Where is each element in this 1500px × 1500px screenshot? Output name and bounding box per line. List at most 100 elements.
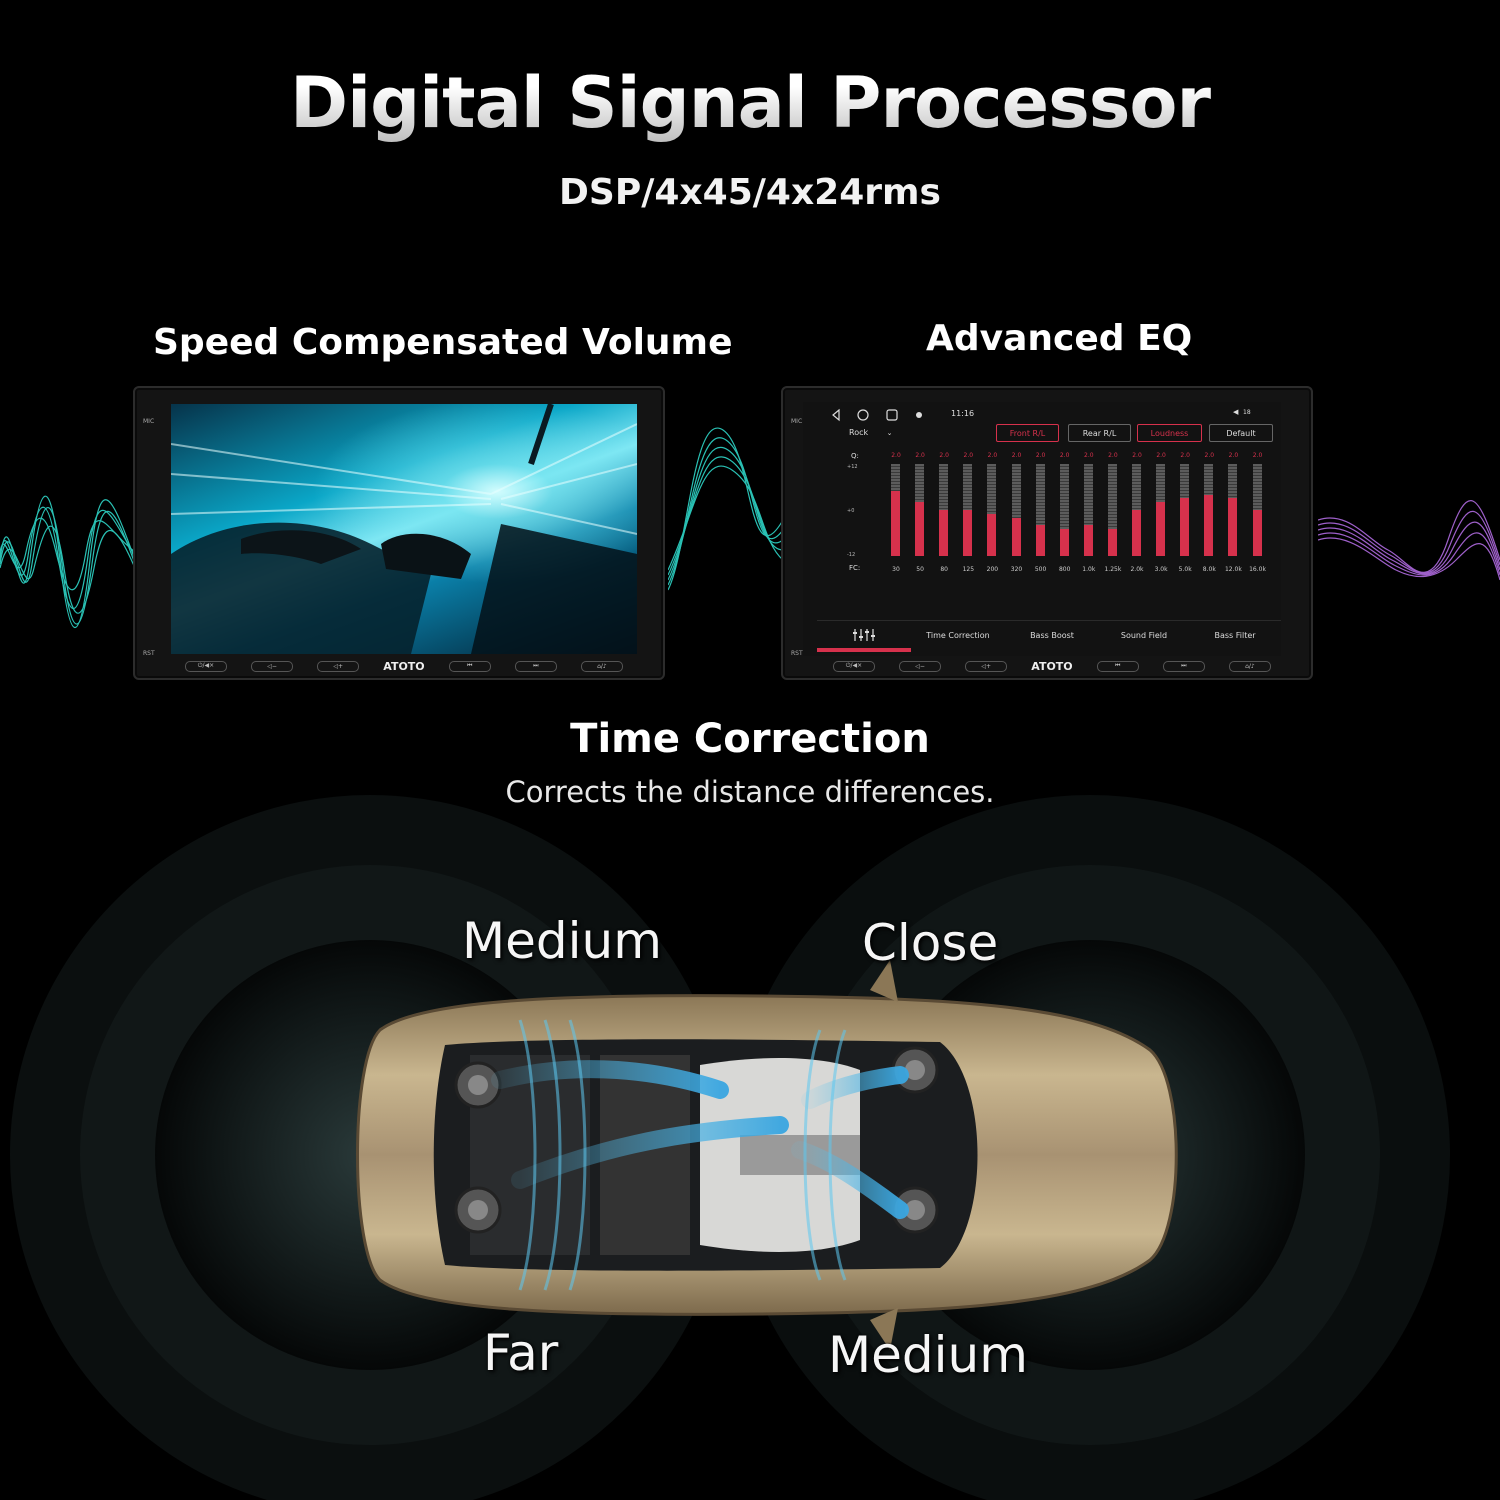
tab-bass-filter[interactable]: Bass Filter	[1214, 630, 1256, 640]
eq-q-value: 2.0	[1011, 452, 1022, 459]
home-icon	[857, 409, 869, 421]
previous-track-button[interactable]: ⏮	[448, 660, 491, 672]
previous-track-button-2[interactable]: ⏮	[1096, 660, 1139, 672]
status-indicator: 18	[1243, 409, 1251, 416]
speaker-label-front-left: Medium	[462, 912, 662, 970]
next-track-button-2[interactable]: ⏭	[1162, 660, 1205, 672]
eq-band-slider[interactable]	[1204, 464, 1214, 556]
brand-logo-2: ATOTO	[1031, 659, 1073, 673]
eq-q-value: 2.0	[1035, 452, 1046, 459]
eq-band-slider[interactable]	[1107, 464, 1117, 556]
eq-band-slider[interactable]	[1059, 464, 1069, 556]
tab-bar	[817, 620, 1281, 651]
eq-q-value: 2.0	[1180, 452, 1190, 459]
eq-frequency-label: 1.25k	[1104, 566, 1122, 573]
eq-q-value: 2.0	[915, 452, 925, 459]
driving-video-screen[interactable]	[171, 404, 637, 654]
page-subtitle: DSP/4x45/4x24rms	[559, 172, 941, 213]
eq-q-value: 2.0	[1204, 452, 1215, 459]
volume-status-icon: ◀	[1233, 408, 1239, 416]
scale-top: +12	[847, 464, 858, 470]
home-voice-button[interactable]: ⌂/♪	[580, 660, 623, 672]
eq-frequency-label: 16.0k	[1249, 566, 1266, 573]
eq-band-slider[interactable]	[987, 464, 997, 556]
eq-frequency-label: 50	[916, 566, 924, 573]
car-top-view-icon	[356, 960, 1178, 1350]
eq-band-slider[interactable]	[1083, 464, 1093, 556]
loudness-button[interactable]: Loudness	[1137, 424, 1202, 442]
speaker-label-front-right: Close	[862, 914, 999, 972]
front-rl-button[interactable]: Front R/L	[996, 424, 1059, 442]
volume-down-button-2[interactable]: ◁−	[899, 660, 942, 672]
chevron-down-icon: ⌄	[886, 429, 893, 437]
head-unit-right: MIC RST 11:16 18 ◀ Rock ⌄ Front R/L Rear…	[781, 386, 1313, 680]
clock: 11:16	[951, 409, 975, 418]
eq-band-slider[interactable]	[1035, 464, 1045, 556]
brightness-icon	[916, 412, 922, 418]
preset-value: Rock	[849, 428, 869, 437]
default-button[interactable]: Default	[1209, 424, 1273, 442]
eq-frequency-label: 80	[940, 566, 948, 573]
tc-subtitle: Corrects the distance differences.	[505, 775, 995, 809]
eq-band-slider[interactable]	[1252, 464, 1262, 556]
volume-down-button[interactable]: ◁−	[251, 660, 294, 672]
eq-frequency-label: 1.0k	[1082, 566, 1096, 573]
next-track-button[interactable]: ⏭	[514, 660, 557, 672]
eq-band-slider[interactable]	[1132, 464, 1141, 556]
eq-screen: 11:16 18 ◀ Rock ⌄ Front R/L Rear R/L Lou…	[803, 402, 1281, 656]
head-unit-buttons: ⏻/◀× ◁− ◁+ ATOTO ⏮ ⏭ ⌂/♪	[185, 659, 623, 673]
eq-band-slider[interactable]	[1011, 464, 1021, 556]
eq-q-value: 2.0	[1108, 452, 1118, 459]
tc-title: Time Correction	[570, 716, 930, 762]
sound-wave-middle-icon	[668, 427, 783, 591]
eq-band-slider[interactable]	[915, 464, 925, 556]
power-mute-button-2[interactable]: ⏻/◀×	[833, 660, 875, 672]
power-mute-button[interactable]: ⏻/◀×	[185, 660, 227, 672]
mic-label: MIC	[143, 418, 155, 425]
eq-band-slider[interactable]	[1180, 464, 1190, 556]
speaker-label-rear-left: Far	[483, 1324, 559, 1382]
tab-sound-field[interactable]: Sound Field	[1120, 630, 1168, 640]
home-voice-button-2[interactable]: ⌂/♪	[1228, 660, 1271, 672]
equalizer-icon	[853, 629, 875, 641]
volume-up-button-2[interactable]: ◁+	[965, 660, 1008, 672]
car-soundstage-illustration	[10, 795, 1450, 1500]
eq-q-value: 2.0	[1156, 452, 1166, 459]
speaker-label-rear-right: Medium	[828, 1326, 1028, 1384]
tab-time-correction[interactable]: Time Correction	[926, 630, 990, 640]
eq-band-slider[interactable]	[891, 464, 900, 556]
eq-frequency-label: 200	[986, 566, 999, 573]
tab-bass-boost[interactable]: Bass Boost	[1030, 630, 1074, 640]
eq-q-value: 2.0	[939, 452, 949, 459]
eq-q-value: 2.0	[1228, 452, 1239, 459]
eq-q-value: 2.0	[987, 452, 998, 459]
fc-label: FC:	[849, 564, 861, 572]
brand-logo: ATOTO	[383, 659, 425, 673]
back-icon	[832, 408, 840, 422]
eq-frequency-label: 125	[962, 566, 975, 573]
eq-frequency-label: 3.0k	[1154, 566, 1168, 573]
eq-frequency-label: 30	[892, 566, 900, 573]
eq-q-value: 2.0	[1132, 452, 1142, 459]
eq-frequency-label: 500	[1034, 566, 1047, 573]
eq-band-slider[interactable]	[1156, 464, 1166, 556]
eq-band-slider[interactable]	[939, 464, 949, 556]
mic-label-2: MIC	[791, 418, 803, 425]
tab-eq[interactable]	[817, 624, 911, 646]
sound-wave-right-icon	[1318, 500, 1500, 581]
rear-rl-button[interactable]: Rear R/L	[1068, 424, 1131, 442]
preset-dropdown[interactable]: Rock ⌄	[849, 428, 893, 437]
head-unit-left: MIC RST ⏻/◀× ◁− ◁+ ATOTO ⏮ ⏭ ⌂/♪	[133, 386, 665, 680]
eq-frequency-label: 12.0k	[1224, 566, 1242, 573]
eq-band-slider[interactable]	[963, 464, 973, 556]
eq-frequency-label: 5.0k	[1178, 566, 1192, 573]
scale-mid: +0	[847, 508, 855, 514]
rst-label-2: RST	[791, 650, 803, 657]
eq-frequency-label: 320	[1010, 566, 1023, 573]
driving-scene-icon	[171, 404, 637, 654]
eq-frequency-label: 2.0k	[1130, 566, 1144, 573]
eq-band-slider[interactable]	[1228, 464, 1238, 556]
volume-up-button[interactable]: ◁+	[317, 660, 360, 672]
eq-q-value: 2.0	[1252, 452, 1263, 459]
q-label: Q:	[851, 452, 859, 460]
